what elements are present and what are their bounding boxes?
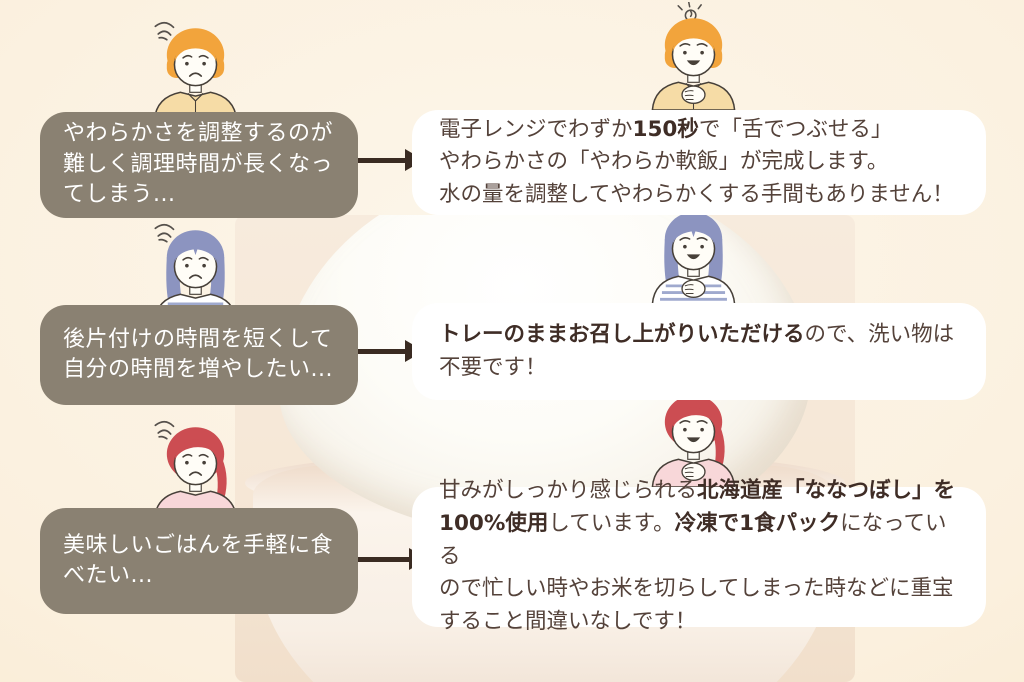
solution-bubble: トレーのままお召し上がりいただけるので、洗い物は 不要です！ (412, 303, 986, 400)
arrow-right-icon (356, 340, 424, 362)
worried-face (182, 256, 209, 279)
idea-lightbulb-icon (677, 1, 702, 22)
solution-text: 電子レンジでわずか150秒で「舌でつぶせる」 やわらかさの「やわらか軟飯」が完成… (439, 114, 954, 212)
solution-highlight: トレーのままお召し上がりいただける (439, 321, 805, 347)
solution-bubble: 甘みがしっかり感じられる北海道産「ななつぼし」を 100%使用しています。冷凍で… (412, 478, 986, 634)
annoyance-squiggle-icon (154, 420, 175, 440)
arrow-right-icon (356, 149, 424, 171)
problem-bubble: 後片付けの時間を短くして 自分の時間を増やしたい... (40, 305, 358, 405)
solution-bubble: 電子レンジでわずか150秒で「舌でつぶせる」 やわらかさの「やわらか軟飯」が完成… (412, 110, 986, 215)
bangs (672, 407, 715, 429)
happy-face (679, 420, 708, 424)
solution-text: トレーのままお召し上がりいただけるので、洗い物は 不要です！ (439, 319, 954, 384)
solution-segment: 甘みがしっかり感じられる (439, 478, 698, 504)
solution-segment: ので、洗い物は 不要です！ (439, 321, 955, 380)
clasped-hands (681, 279, 706, 299)
worried-character (138, 411, 253, 520)
solution-segment: で「舌でつぶせる」 やわらかさの「やわらか軟飯」が完成します。 水の量を調整して… (439, 116, 954, 207)
arrow-right-icon (356, 548, 428, 570)
annoyance-squiggle-icon (154, 223, 175, 243)
solution-highlight: 150秒 (632, 116, 699, 142)
bangs (672, 224, 715, 246)
solution-segment: になっている ので忙しい時やお米を切らしてしまった時などに重宝 すること間違いな… (439, 511, 954, 635)
bangs (174, 439, 217, 461)
solution-segment: しています。 (548, 511, 675, 536)
happy-face (679, 43, 708, 47)
bangs (672, 30, 715, 52)
happy-face (679, 237, 708, 241)
worried-character (138, 12, 253, 121)
bangs (174, 40, 217, 62)
solution-segment: 電子レンジでわずか (439, 116, 633, 142)
problem-text: 美味しいごはんを手軽に食 べたい... (63, 532, 334, 588)
problem-bubble: やわらかさを調整するのが 難しく調理時間が長くなっ てしまう... (40, 112, 358, 218)
worried-face (182, 453, 209, 476)
annoyance-squiggle-icon (154, 21, 175, 41)
clasped-hands (681, 85, 706, 105)
happy-character (636, 195, 751, 305)
bangs (174, 242, 217, 264)
worried-face (182, 54, 209, 77)
problem-text: 後片付けの時間を短くして 自分の時間を増やしたい... (63, 326, 333, 382)
problem-text: やわらかさを調整するのが 難しく調理時間が長くなっ てしまう... (63, 121, 334, 208)
solution-text: 甘みがしっかり感じられる北海道産「ななつぼし」を 100%使用しています。冷凍で… (439, 475, 959, 638)
solution-highlight: 北海道産「ななつぼし」を 100%使用 (439, 478, 956, 536)
problem-bubble: 美味しいごはんを手軽に食 べたい... (40, 508, 358, 614)
happy-character (636, 1, 751, 111)
solution-highlight: 冷凍で1食パック (674, 511, 841, 536)
